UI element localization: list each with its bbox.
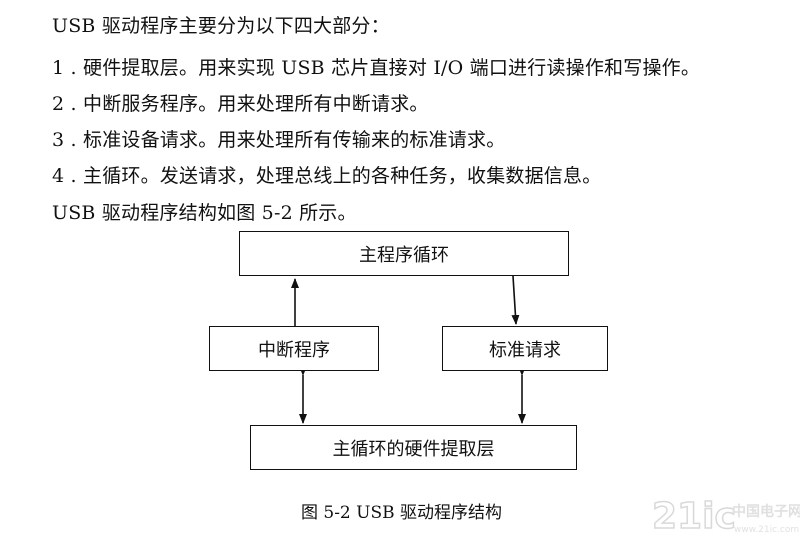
interrupt-program-box: 中断程序 [209,326,379,371]
list-item-main-loop: 4 . 主循环。发送请求，处理总线上的各种任务，收集数据信息。 [52,165,602,187]
hardware-layer-box: 主循环的硬件提取层 [250,425,577,470]
figure-reference-paragraph: USB 驱动程序结构如图 5-2 所示。 [52,202,357,224]
arrow-main-to-request [511,275,520,325]
list-item-standard-request: 3 . 标准设备请求。用来处理所有传输来的标准请求。 [52,129,506,151]
figure-caption: 图 5-2 USB 驱动程序结构 [300,503,503,523]
list-item-hardware-layer: 1 . 硬件提取层。用来实现 USB 芯片直接对 I/O 端口进行读操作和写操作… [52,57,701,79]
list-item-interrupt-service: 2 . 中断服务程序。用来处理所有中断请求。 [52,93,429,115]
intro-paragraph: USB 驱动程序主要分为以下四大部分： [52,15,390,37]
svg-text:www.21ic.com: www.21ic.com [734,525,799,535]
main-loop-box: 主程序循环 [239,231,569,276]
standard-request-box: 标准请求 [442,326,608,371]
